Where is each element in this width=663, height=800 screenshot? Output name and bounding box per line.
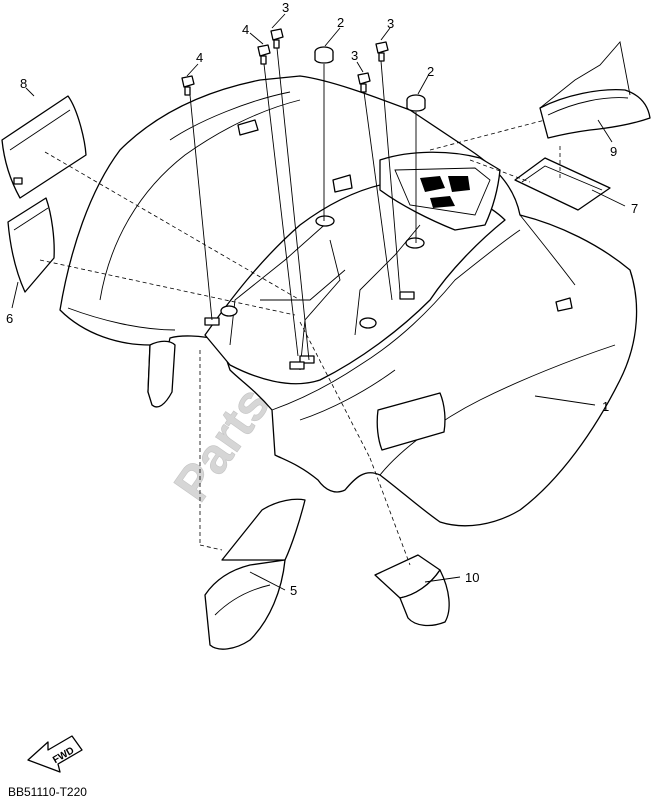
- bolt-part-3-a: [270, 28, 284, 49]
- leader-lines: [11, 13, 631, 591]
- bolt-part-3-b: [375, 41, 389, 62]
- callout-7: 7: [631, 201, 638, 216]
- bolt-part-4-b: [257, 44, 271, 65]
- callout-3b: 3: [387, 16, 394, 31]
- fasteners: [181, 28, 426, 112]
- callout-6: 6: [6, 311, 13, 326]
- alignment-lines: [39, 119, 561, 566]
- callout-4b: 4: [242, 22, 249, 37]
- plate-part-7: [514, 157, 611, 211]
- callout-3a: 3: [282, 0, 289, 15]
- callout-1: 1: [602, 399, 609, 414]
- grommet-part-2-a: [314, 46, 334, 64]
- grommet-part-2-b: [406, 94, 426, 112]
- callout-2a: 2: [337, 15, 344, 30]
- callout-8: 8: [20, 76, 27, 91]
- callout-5: 5: [290, 583, 297, 598]
- rear-fender-part-1: [59, 75, 638, 527]
- callout-9: 9: [610, 144, 617, 159]
- flap-part-8: [1, 95, 87, 199]
- mudguard-part-10: [374, 554, 450, 627]
- callout-labels: 1 2 2 3 3 3 4 4 5 6 7 8 9 10: [6, 0, 638, 598]
- callout-10: 10: [465, 570, 479, 585]
- fwd-arrow-icon: FWD: [27, 735, 83, 773]
- guard-part-9: [539, 89, 651, 139]
- diagram-code: BB51110-T220: [8, 785, 87, 799]
- callout-4a: 4: [196, 50, 203, 65]
- mudguard-part-5: [204, 498, 306, 650]
- flap-part-6: [7, 197, 55, 293]
- bolt-part-4-a: [181, 75, 195, 96]
- callout-2b: 2: [427, 64, 434, 79]
- bolt-part-3-c: [357, 72, 371, 93]
- callout-3c: 3: [351, 48, 358, 63]
